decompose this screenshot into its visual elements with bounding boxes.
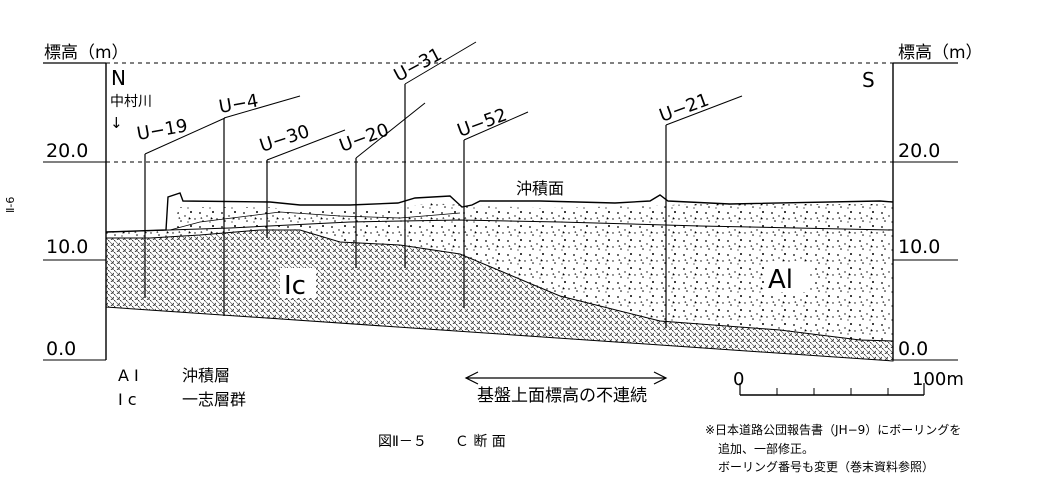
borehole-label-u4: U−4: [217, 90, 260, 118]
legend-name-ic: 一志層群: [182, 390, 246, 409]
north-label: N: [111, 66, 126, 90]
river-arrow: ↓: [110, 114, 123, 132]
left-axis-label: 標高（m）: [44, 43, 129, 63]
scale-start-label: 0: [733, 369, 744, 390]
river-label: 中村川: [110, 94, 152, 110]
legend-code-ic: I c: [118, 390, 137, 409]
scale-end-label: 100m: [912, 369, 964, 390]
right-tick-label-10: 10.0: [898, 236, 940, 258]
alluvium-layer: [106, 203, 893, 341]
legend-code-al: A I: [118, 366, 139, 385]
surface-label: 沖積面: [516, 179, 564, 198]
borehole-label-u30: U−30: [257, 121, 312, 157]
note-line-2: 追加、一部修正。: [718, 441, 814, 456]
discontinuity-arrow-right: [653, 371, 668, 385]
ground-surface-line: [105, 192, 894, 233]
figure-caption: 図Ⅱ－５ Ｃ 断 面: [378, 434, 506, 450]
right-tick-label-0: 0.0: [898, 338, 928, 360]
left-tick-label-10: 10.0: [46, 236, 88, 258]
ic-layer-label: Ic: [284, 271, 306, 301]
layer-boundary-line: [105, 219, 894, 233]
left-tick-label-0: 0.0: [46, 338, 76, 360]
borehole-label-u19: U−19: [135, 115, 189, 145]
al-layer-label: Al: [768, 265, 793, 295]
left-tick-label-20: 20.0: [46, 140, 88, 162]
borehole-label-u52: U−52: [455, 104, 510, 141]
upper-boundary-line: [169, 211, 461, 231]
right-tick-label-20: 20.0: [898, 140, 940, 162]
page-number-label: Ⅱ-6: [4, 197, 17, 213]
note-line-1: ※日本道路公団報告書（JH−9）にボーリングを: [705, 422, 961, 437]
legend-name-al: 沖積層: [182, 366, 230, 385]
borehole-label-u21: U−21: [657, 89, 712, 126]
al-label-bg: [765, 262, 809, 292]
ic-label-bg: [280, 268, 316, 298]
south-label: S: [862, 68, 875, 92]
discontinuity-arrow-left: [464, 371, 479, 385]
borehole-label-u31: U−31: [390, 44, 445, 87]
right-axis-label: 標高（m）: [898, 43, 983, 63]
note-line-3: ボーリング番号も変更（巻末資料参照）: [718, 459, 934, 474]
discontinuity-label: 基盤上面標高の不連続: [477, 386, 647, 406]
